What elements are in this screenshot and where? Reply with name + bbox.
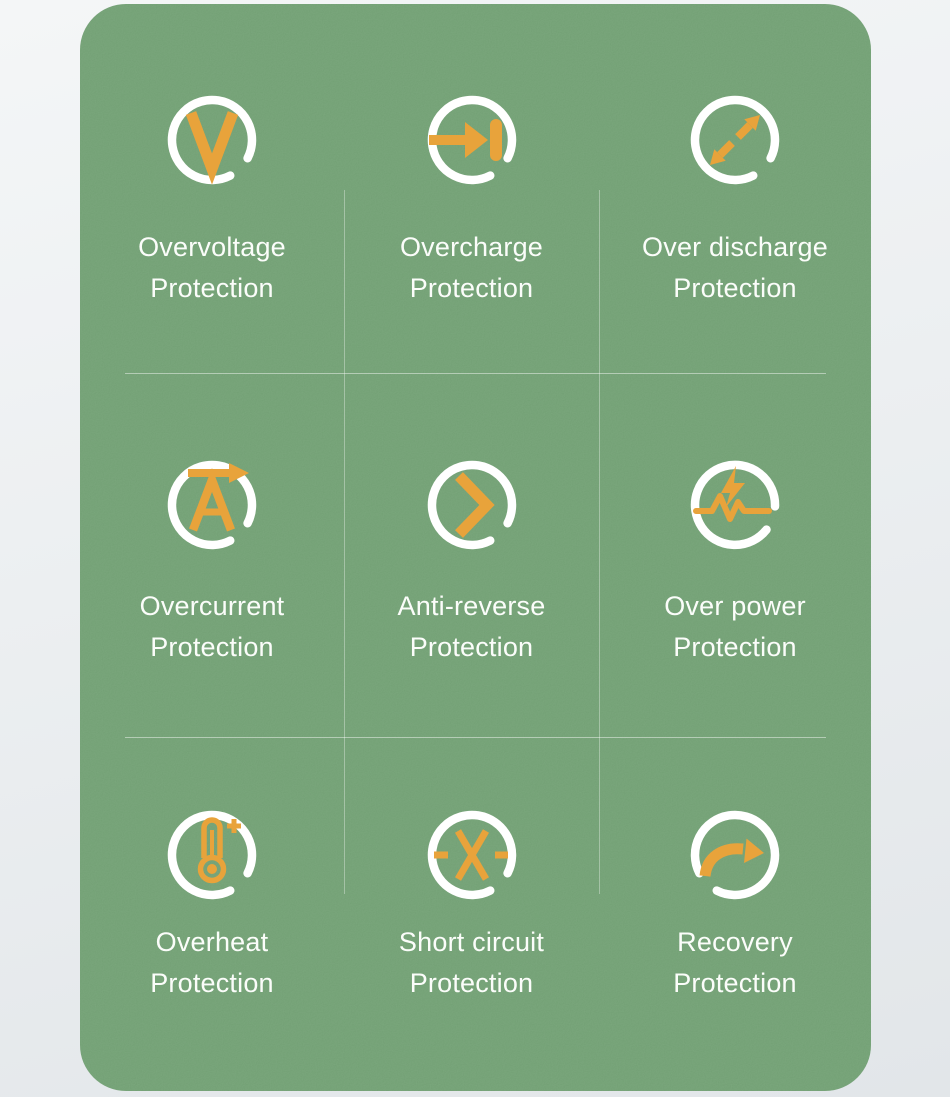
feature-cell-overcurrent: Overcurrent Protection <box>80 373 344 737</box>
feature-label-line: Recovery <box>677 927 793 957</box>
feature-label-line: Protection <box>150 968 274 998</box>
feature-cell-recovery: Recovery Protection <box>599 737 871 1091</box>
feature-label-line: Overheat <box>155 927 269 957</box>
feature-label-line: Overcharge <box>399 232 544 262</box>
vertical-divider <box>344 190 345 894</box>
feature-label-line: Protection <box>673 632 797 662</box>
feature-label: Short circuit Protection <box>399 922 544 1004</box>
feature-label-line: Overcurrent <box>139 591 285 621</box>
feature-label: Recovery Protection <box>673 922 797 1004</box>
feature-cell-overcharge: Overcharge Protection <box>344 4 599 373</box>
feature-label-line: Protection <box>409 632 534 662</box>
recovery-icon <box>680 800 790 910</box>
feature-label-line: Protection <box>150 273 274 303</box>
horizontal-divider <box>125 737 826 738</box>
short-circuit-icon <box>417 800 527 910</box>
horizontal-divider <box>125 373 826 374</box>
overcurrent-icon <box>157 450 267 560</box>
feature-label-line: Anti-reverse <box>397 591 546 621</box>
feature-label: Anti-reverse Protection <box>398 586 546 668</box>
feature-label-line: Over discharge <box>642 232 828 262</box>
feature-cell-overheat: Overheat Protection <box>80 737 344 1091</box>
anti-reverse-icon <box>417 450 527 560</box>
feature-label: Overheat Protection <box>150 922 274 1004</box>
feature-label-line: Protection <box>673 968 797 998</box>
feature-label: Over power Protection <box>664 586 806 668</box>
features-grid: Overvoltage Protection Overcharge Protec… <box>80 4 871 1091</box>
vertical-divider <box>599 190 600 894</box>
feature-label-line: Short circuit <box>398 927 545 957</box>
overheat-icon <box>157 800 267 910</box>
feature-label-line: Protection <box>409 273 534 303</box>
feature-label-line: Over power <box>664 591 806 621</box>
feature-label-line: Protection <box>409 968 534 998</box>
feature-label-line: Protection <box>673 273 797 303</box>
overcharge-icon <box>417 85 527 195</box>
feature-label: Overcharge Protection <box>400 227 543 309</box>
overvoltage-icon <box>157 85 267 195</box>
feature-label: Overcurrent Protection <box>140 586 285 668</box>
feature-label-line: Overvoltage <box>138 232 286 262</box>
over-discharge-icon <box>680 85 790 195</box>
feature-cell-short-circuit: Short circuit Protection <box>344 737 599 1091</box>
feature-cell-over-power: Over power Protection <box>599 373 871 737</box>
feature-cell-overvoltage: Overvoltage Protection <box>80 4 344 373</box>
feature-label: Over discharge Protection <box>642 227 828 309</box>
over-power-icon <box>680 450 790 560</box>
feature-label-line: Protection <box>150 632 274 662</box>
feature-label: Overvoltage Protection <box>138 227 286 309</box>
feature-cell-anti-reverse: Anti-reverse Protection <box>344 373 599 737</box>
feature-cell-over-discharge: Over discharge Protection <box>599 4 871 373</box>
protection-features-card: Overvoltage Protection Overcharge Protec… <box>80 4 871 1091</box>
